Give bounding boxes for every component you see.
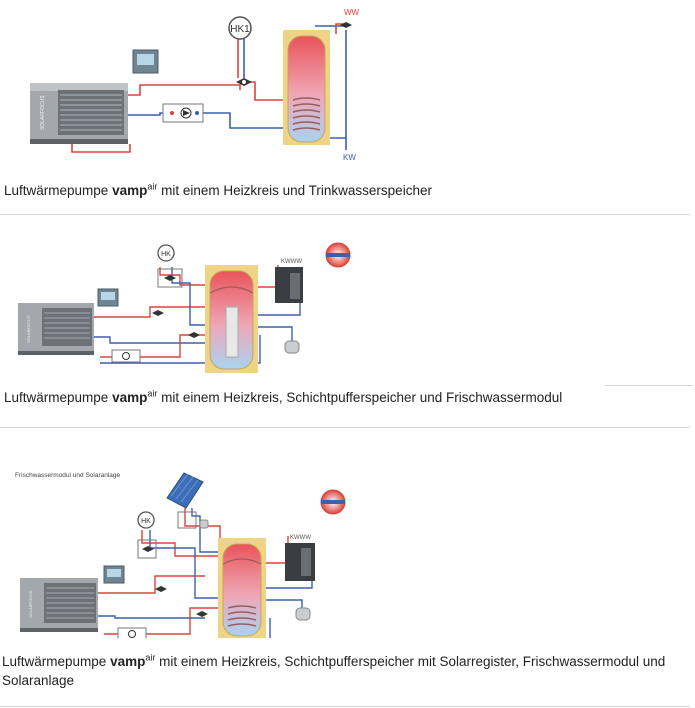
valves bbox=[137, 539, 208, 617]
divider-1 bbox=[0, 214, 690, 215]
diagram-section-1: SOLARFOCUS bbox=[0, 0, 695, 215]
caption-3: Luftwärmepumpe vampair mit einem Heizkre… bbox=[2, 652, 666, 688]
heat-pump-diagram-3: SOLARFOCUS bbox=[20, 472, 346, 638]
module-label: KWWW bbox=[281, 259, 302, 265]
diagram-section-2: SOLARFOCUS HK bbox=[0, 215, 695, 428]
divider-2-short bbox=[605, 385, 693, 386]
brand-sup-2: air bbox=[147, 388, 158, 399]
unit-brand-label: SOLARFOCUS bbox=[28, 590, 33, 618]
pump-group bbox=[111, 349, 141, 363]
brand-sup-1: air bbox=[147, 181, 158, 192]
caption-2: Luftwärmepumpe vampair mit einem Heizkre… bbox=[4, 388, 563, 405]
brand-vamp-3: vamp bbox=[110, 654, 146, 669]
solar-station bbox=[177, 511, 209, 529]
pump-group bbox=[162, 103, 204, 123]
divider-2 bbox=[0, 427, 690, 428]
pump-group bbox=[117, 627, 147, 638]
heating-circuit-label: HK1 bbox=[230, 24, 250, 35]
mixing-valve bbox=[236, 78, 252, 86]
hot-water-tank bbox=[283, 30, 330, 145]
heat-pump-diagram-1: SOLARFOCUS bbox=[30, 8, 360, 162]
controller-display bbox=[103, 565, 125, 584]
heating-circuit-symbol: HK bbox=[157, 244, 175, 262]
heating-circuit-label: HK bbox=[141, 518, 151, 525]
section-heading-3: Frischwassermodul und Solaranlage bbox=[15, 472, 121, 479]
kw-label: KW bbox=[343, 153, 356, 162]
brand-logo bbox=[325, 242, 351, 268]
fresh-water-module: KWWW bbox=[285, 535, 315, 581]
caption-1: Luftwärmepumpe vampair mit einem Heizkre… bbox=[4, 181, 432, 198]
heating-circuit-symbol: HK bbox=[137, 511, 155, 529]
buffer-tank bbox=[205, 265, 258, 373]
fresh-water-module: KWWW bbox=[275, 259, 303, 303]
heat-pump-unit: SOLARFOCUS bbox=[20, 578, 98, 632]
buffer-tank bbox=[218, 538, 266, 638]
heating-circuit-label: HK bbox=[161, 251, 171, 258]
controller-display bbox=[132, 49, 159, 74]
brand-vamp-2: vamp bbox=[112, 390, 148, 405]
unit-brand-label: SOLARFOCUS bbox=[40, 95, 46, 130]
brand-vamp-1: vamp bbox=[112, 183, 148, 198]
heat-pump-unit: SOLARFOCUS bbox=[30, 83, 128, 144]
brand-logo bbox=[320, 489, 346, 515]
controller-display bbox=[97, 288, 119, 307]
valves bbox=[152, 268, 200, 338]
module-label: KWWW bbox=[290, 535, 311, 541]
heat-pump-unit: SOLARFOCUS bbox=[18, 303, 94, 355]
ww-connection: WW bbox=[340, 8, 360, 28]
unit-brand-label: SOLARFOCUS bbox=[26, 315, 31, 343]
solar-collector bbox=[166, 472, 204, 509]
expansion-vessel bbox=[284, 340, 300, 354]
divider-3 bbox=[0, 706, 690, 707]
heat-pump-diagram-2: SOLARFOCUS HK bbox=[18, 242, 351, 373]
heating-circuit-symbol: HK1 bbox=[228, 16, 252, 40]
expansion-vessel bbox=[295, 607, 311, 621]
diagram-section-3: Frischwassermodul und Solaranlage bbox=[0, 428, 695, 708]
ww-label: WW bbox=[344, 8, 360, 17]
brand-sup-3: air bbox=[145, 652, 156, 663]
